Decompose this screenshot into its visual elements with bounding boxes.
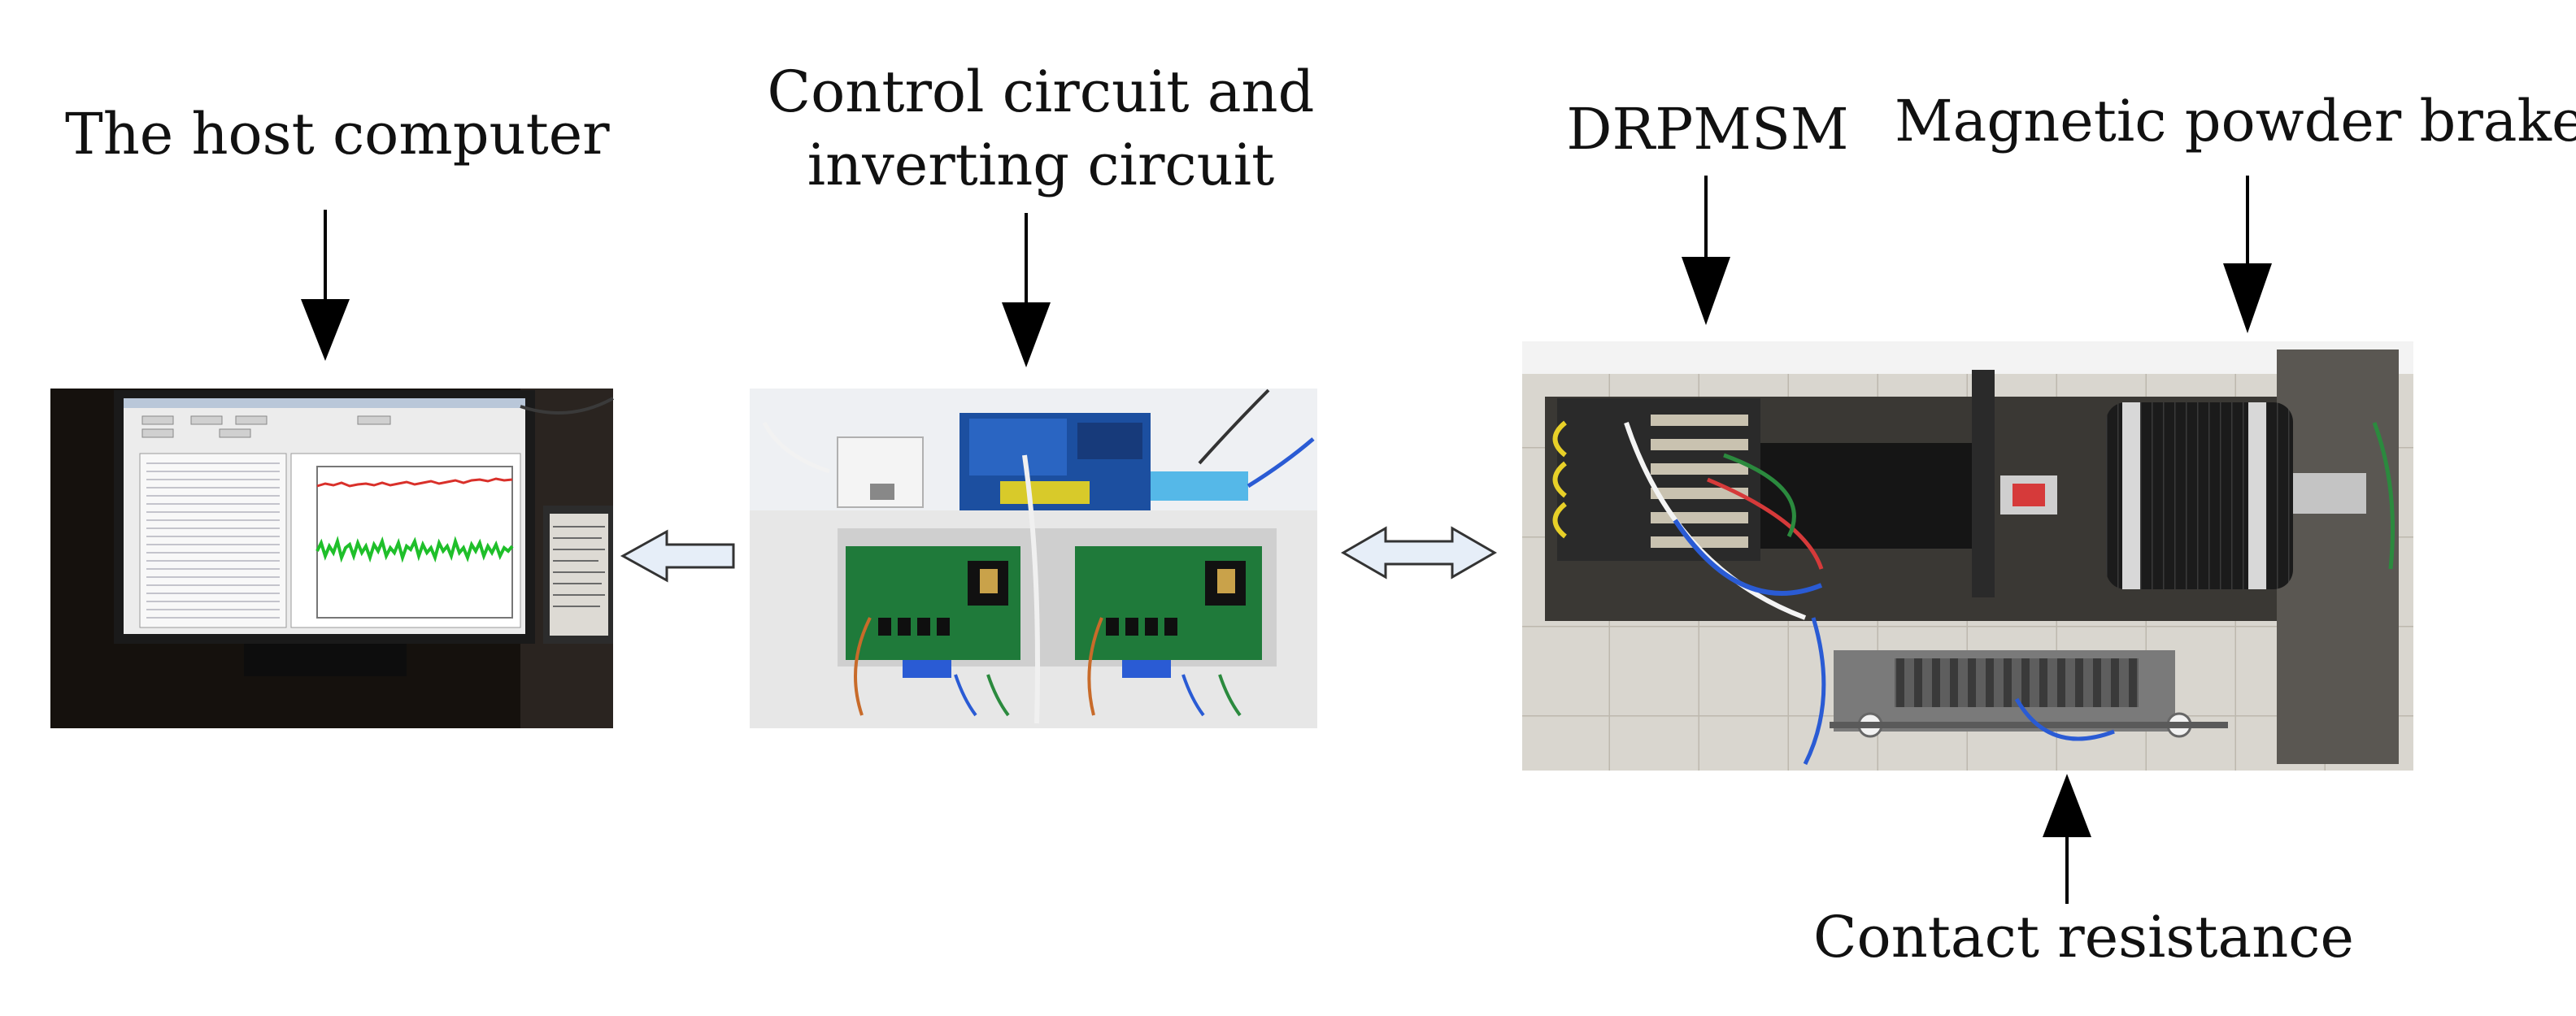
arrow-contact-resistance [2043, 774, 2091, 904]
label-control-circuit-line1: Control circuit and [767, 59, 1315, 125]
photo-host-computer [50, 389, 614, 728]
label-control-circuit-line2: inverting circuit [807, 132, 1275, 198]
arrow-control-circuit [1002, 213, 1051, 367]
arrow-drpmsm [1682, 176, 1730, 325]
label-drpmsm: DRPMSM [1566, 96, 1849, 163]
label-host-computer: The host computer [65, 101, 610, 167]
hollow-arrow-left [620, 529, 735, 583]
arrow-host-computer [301, 210, 350, 361]
hollow-arrow-double [1340, 526, 1498, 580]
label-contact-resistance: Contact resistance [1813, 904, 2354, 970]
label-magnetic-powder-brake: Magnetic powder brake [1895, 88, 2576, 154]
photo-control-board [750, 389, 1317, 728]
arrow-magnetic-powder-brake [2223, 176, 2272, 333]
photo-test-bench [1522, 341, 2413, 771]
